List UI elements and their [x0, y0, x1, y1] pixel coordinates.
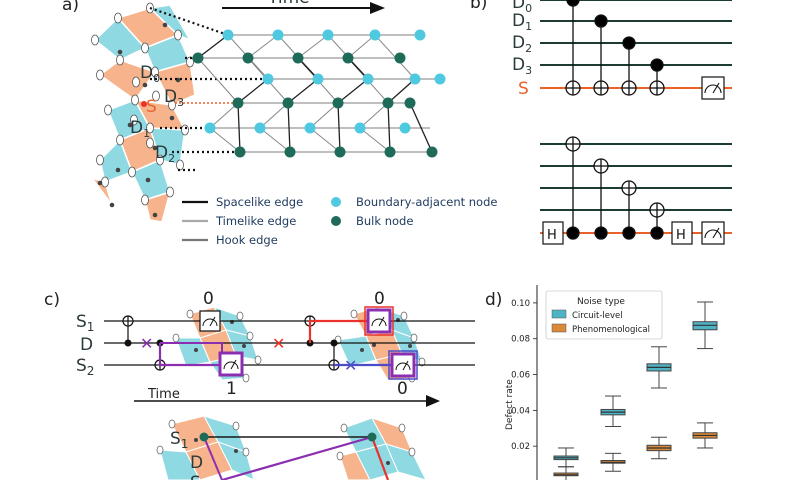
measure-box-2	[218, 351, 244, 377]
panel-c-lower: S1 D S2	[156, 415, 427, 480]
box-circuit-level-3	[692, 301, 718, 350]
y-tick-label: 0.10	[511, 299, 530, 309]
legend-circuit: Circuit-level	[572, 311, 623, 321]
box-plots	[553, 301, 718, 480]
lower-label-s1: S1	[170, 429, 188, 451]
panel-a-time-label: Time	[267, 0, 310, 8]
y-tick-label: 0.04	[511, 406, 530, 416]
error-cross-blue: ✕	[344, 356, 357, 375]
surface-code-lattice	[90, 4, 196, 223]
outcome-3: 0	[374, 289, 385, 309]
label-d: D	[80, 335, 93, 355]
graph-edges-spacelike	[197, 34, 433, 153]
graph-edges-hook	[197, 34, 416, 153]
purple-path	[158, 343, 222, 367]
measure-icon	[701, 76, 725, 100]
circuit-top: D0 D1 D2 D3 S	[512, 0, 732, 100]
label-s: S	[146, 97, 157, 117]
time-arrow-head	[370, 2, 385, 14]
qubit-label-s: S	[518, 79, 529, 99]
y-tick-label: 0.08	[511, 335, 530, 345]
circuit-bottom: H H	[540, 136, 732, 245]
projection-lines	[149, 6, 268, 172]
error-cross-red: ✕	[272, 334, 285, 353]
outcome-2: 1	[226, 379, 237, 399]
red-path	[308, 319, 376, 343]
label-d1: D1	[130, 118, 150, 140]
legend-bulk: Bulk node	[356, 214, 413, 228]
hadamard-gate-2: H	[671, 221, 693, 245]
bulk-nodes	[192, 52, 438, 158]
panel-c: c) S1	[44, 289, 475, 480]
lower-label-s2: S2	[190, 473, 208, 480]
box-phenomenological-1	[600, 452, 626, 472]
panel-a-label: a)	[62, 0, 79, 15]
legend-title: Noise type	[577, 297, 625, 307]
outcome-1: 0	[203, 289, 214, 309]
measure-box-4	[388, 350, 418, 380]
lattice-stabilizer-dots	[97, 22, 181, 218]
panel-c-time-label: Time	[147, 387, 180, 402]
label-s1: S1	[76, 312, 94, 334]
measure-box-3	[364, 306, 394, 336]
measure-icon-2	[701, 221, 725, 245]
legend-timelike: Timelike edge	[215, 214, 296, 228]
qubit-label-d2: D2	[512, 33, 532, 55]
y-ticks: 0.02 0.04 0.06 0.08 0.10	[511, 299, 537, 452]
legend-hook: Hook edge	[216, 233, 278, 247]
syndrome-qubit-marker	[141, 101, 147, 107]
hadamard-gate-1: H	[542, 221, 564, 245]
legend-boundary: Boundary-adjacent node	[356, 195, 497, 209]
panel-a: a) Time	[62, 0, 497, 247]
lower-label-d: D	[190, 453, 203, 473]
label-d2: D2	[155, 143, 175, 165]
qubit-label-d1: D1	[512, 11, 532, 33]
legend-spacelike: Spacelike edge	[216, 195, 303, 209]
panel-d: d) Defect rate 0.02 0.04 0.06 0.08 0.10 Nois…	[485, 285, 718, 480]
box-phenomenological-2	[646, 436, 672, 460]
label-s2: S2	[76, 356, 94, 378]
box-phenomenological-0	[553, 466, 579, 480]
box-circuit-level-0	[553, 447, 579, 468]
y-axis-label: Defect rate	[505, 379, 515, 430]
panel-b-label: b)	[470, 0, 487, 13]
legend-phenom: Phenomenological	[572, 325, 650, 335]
box-circuit-level-2	[646, 346, 672, 389]
qubit-label-d3: D3	[512, 55, 532, 77]
y-tick-label: 0.06	[511, 371, 530, 381]
panel-d-label: d)	[485, 290, 502, 310]
outcome-4: 0	[397, 379, 408, 399]
box-circuit-level-1	[600, 395, 626, 427]
error-cross-purple: ✕	[140, 334, 153, 353]
measure-box-1	[199, 310, 221, 332]
qubit-label-d0: D0	[512, 0, 532, 15]
panel-c-label: c)	[44, 290, 60, 310]
box-phenomenological-3	[692, 422, 718, 449]
svg-text:H: H	[676, 228, 686, 243]
panel-a-legend: Spacelike edge Timelike edge Hook edge B…	[182, 195, 497, 247]
boundary-nodes	[204, 29, 446, 134]
graph-edges-timelike	[198, 34, 440, 153]
panel-b: b) D0 D1 D2 D3 S	[470, 0, 732, 245]
svg-text:H: H	[547, 228, 557, 243]
y-tick-label: 0.02	[511, 442, 530, 452]
chart-legend: Noise type Circuit-level Phenomenologica…	[545, 290, 663, 340]
